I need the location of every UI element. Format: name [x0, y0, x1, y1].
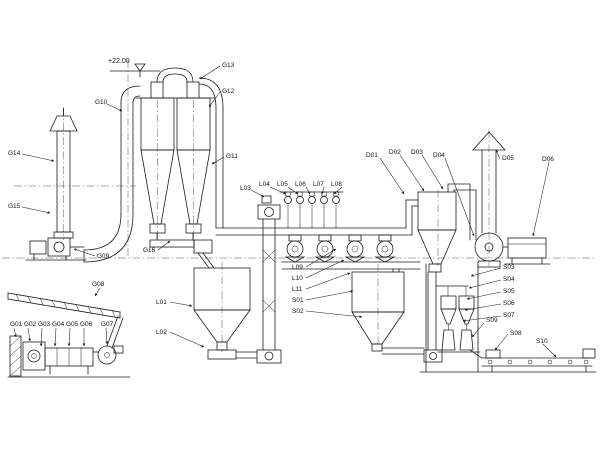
cyclone-group: [135, 67, 224, 269]
callout-g10: G10: [95, 99, 108, 106]
callout-s05: S05: [503, 288, 515, 295]
bag-filter: [417, 183, 477, 273]
callout-s08: S08: [510, 330, 522, 337]
callout-s04: S04: [503, 276, 515, 283]
callout-g11: G11: [226, 153, 238, 160]
callout-g16: G16: [143, 247, 156, 254]
callout-labels: +22.00 G01 G02 G03 G04 G05 G06 G07 G08 G…: [8, 58, 554, 345]
callout-l10: L10: [292, 275, 303, 282]
packing-section: [419, 263, 597, 373]
exhaust-fan-stack: [472, 131, 509, 268]
callout-l11: L11: [292, 286, 303, 293]
callout-l06: L06: [295, 181, 306, 188]
callout-g07: G07: [101, 321, 114, 328]
bucket-elevator: [256, 204, 282, 364]
callout-g06: G06: [80, 321, 93, 328]
callout-g15: G15: [8, 203, 21, 210]
callout-l05: L05: [277, 181, 288, 188]
hopper-l01: [193, 267, 258, 360]
callout-g08: G08: [92, 281, 105, 288]
callout-l01: L01: [156, 299, 167, 306]
callout-g02: G02: [24, 321, 37, 328]
callout-leaders: [13, 65, 557, 358]
callout-l04: L04: [259, 181, 270, 188]
dryer-train: [7, 315, 131, 378]
feeder-row: [261, 191, 344, 228]
classifier-mills: [281, 234, 421, 273]
callout-l03: L03: [240, 185, 251, 192]
callout-l08: L08: [331, 181, 342, 188]
callout-s10: S10: [536, 338, 548, 345]
blower: [25, 237, 87, 261]
callout-l09: L09: [292, 264, 303, 271]
riser-duct: [83, 85, 141, 263]
callout-d01: D01: [366, 152, 378, 159]
callout-s01: S01: [292, 297, 304, 304]
centerlines: [2, 60, 596, 352]
callout-g13: G13: [222, 62, 235, 69]
inclined-conveyor: [7, 292, 121, 319]
callout-d02: D02: [389, 149, 401, 156]
callout-g12: G12: [222, 88, 235, 95]
elevation-marker: [109, 63, 161, 78]
callout-d04: D04: [433, 152, 445, 159]
callout-d05: D05: [502, 155, 514, 162]
callout-g03: G03: [38, 321, 51, 328]
callout-s02: S02: [292, 308, 304, 315]
callout-g01: G01: [10, 321, 23, 328]
callout-d03: D03: [411, 149, 423, 156]
callout-d06: D06: [542, 156, 554, 163]
elevation-label: +22.00: [108, 58, 130, 65]
callout-g09: G09: [97, 253, 110, 260]
hopper-right: [351, 271, 425, 355]
callout-g14: G14: [8, 150, 21, 157]
callout-l02: L02: [156, 329, 167, 336]
callout-s03: S03: [503, 264, 515, 271]
main-duct: [215, 107, 419, 236]
callout-s06: S06: [503, 300, 515, 307]
bagged-product-conveyor: [469, 348, 596, 373]
callout-s09: S09: [486, 317, 498, 324]
silencer-box: [504, 237, 551, 265]
callout-s07: S07: [503, 312, 515, 319]
callout-g04: G04: [52, 321, 65, 328]
callout-g05: G05: [66, 321, 79, 328]
callout-l07: L07: [313, 181, 324, 188]
